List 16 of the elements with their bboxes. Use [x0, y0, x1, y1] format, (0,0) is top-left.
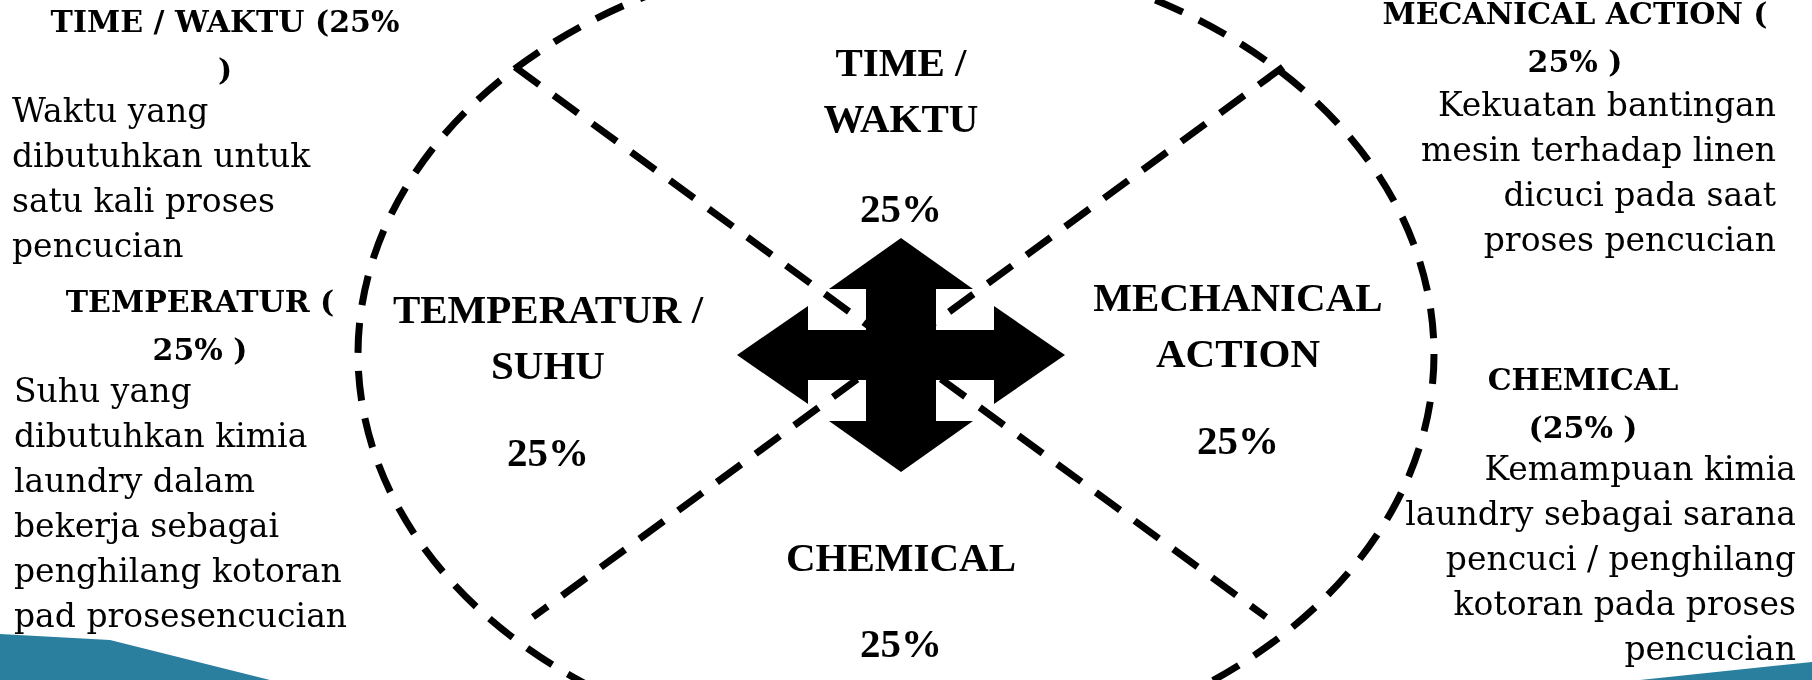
- quadrant-title: TEMPERATUR / SUHU: [391, 285, 705, 390]
- factor-description: Suhu yang dibutuhkan kimia laundry dalam bekerja sebagai penghilang kotoran pad prosesencucian: [14, 370, 349, 637]
- percentage-label: 25%: [506, 428, 590, 477]
- factor-heading: MECANICAL ACTION ( 25% ): [1381, 0, 1769, 81]
- factor-heading: CHEMICAL (25% ): [1486, 361, 1680, 447]
- factor-heading: TEMPERATUR ( 25% ): [64, 283, 336, 369]
- factor-description: Waktu yang dibutuhkan untuk satu kali proses pencucian: [12, 90, 312, 267]
- percentage-label: 25%: [859, 619, 943, 668]
- quadrant-title: TIME / WAKTU: [822, 38, 980, 143]
- quadrant-title: MECHANICAL ACTION: [1092, 273, 1384, 378]
- quadrant-title: CHEMICAL: [784, 533, 1018, 582]
- factor-description: Kemampuan kimia laundry sebagai sarana pencuci / penghilang kotoran pada proses pencucian: [1404, 448, 1796, 670]
- factor-description: Kekuatan bantingan mesin terhadap linen dicuci pada saat proses pencucian: [1419, 84, 1776, 261]
- percentage-label: 25%: [1196, 416, 1280, 465]
- factor-heading: TIME / WAKTU (25% ): [49, 3, 401, 89]
- percentage-label: 25%: [859, 184, 943, 233]
